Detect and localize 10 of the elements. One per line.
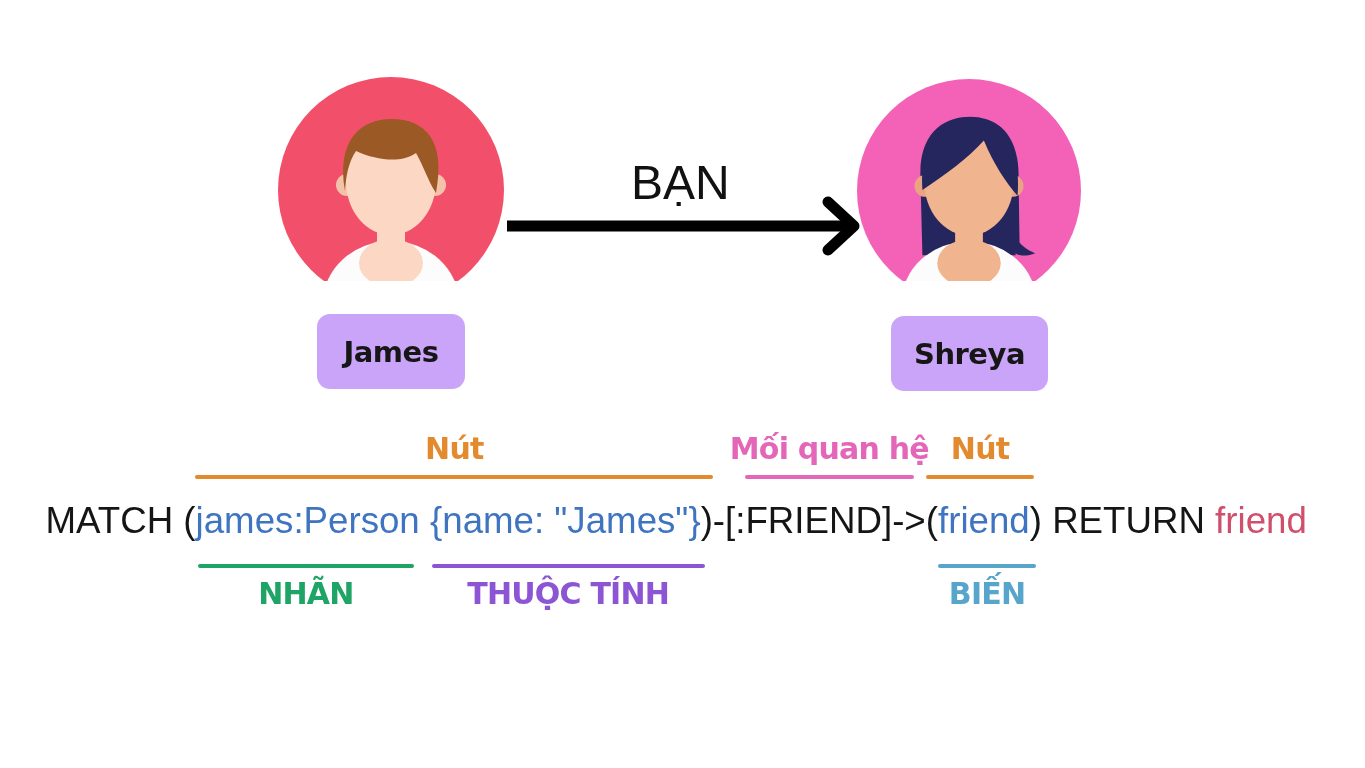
annotation-label: Mối quan hệ — [729, 430, 929, 468]
annotation-label: BIẾN — [948, 570, 1026, 618]
code-line: MATCH (james:Person {name: "James"})-[:FRIEND]->(friend) RETURN friend — [45, 499, 1307, 543]
name-tag: James — [317, 314, 465, 389]
annotation-label: THUỘC TÍNH — [467, 574, 670, 613]
arrow — [507, 196, 860, 256]
annotation-label: NHÃN — [258, 574, 354, 613]
annotation-label: Nút — [425, 430, 484, 468]
name-tag: Shreya — [891, 316, 1048, 391]
annotation-label: Nút — [950, 430, 1010, 468]
